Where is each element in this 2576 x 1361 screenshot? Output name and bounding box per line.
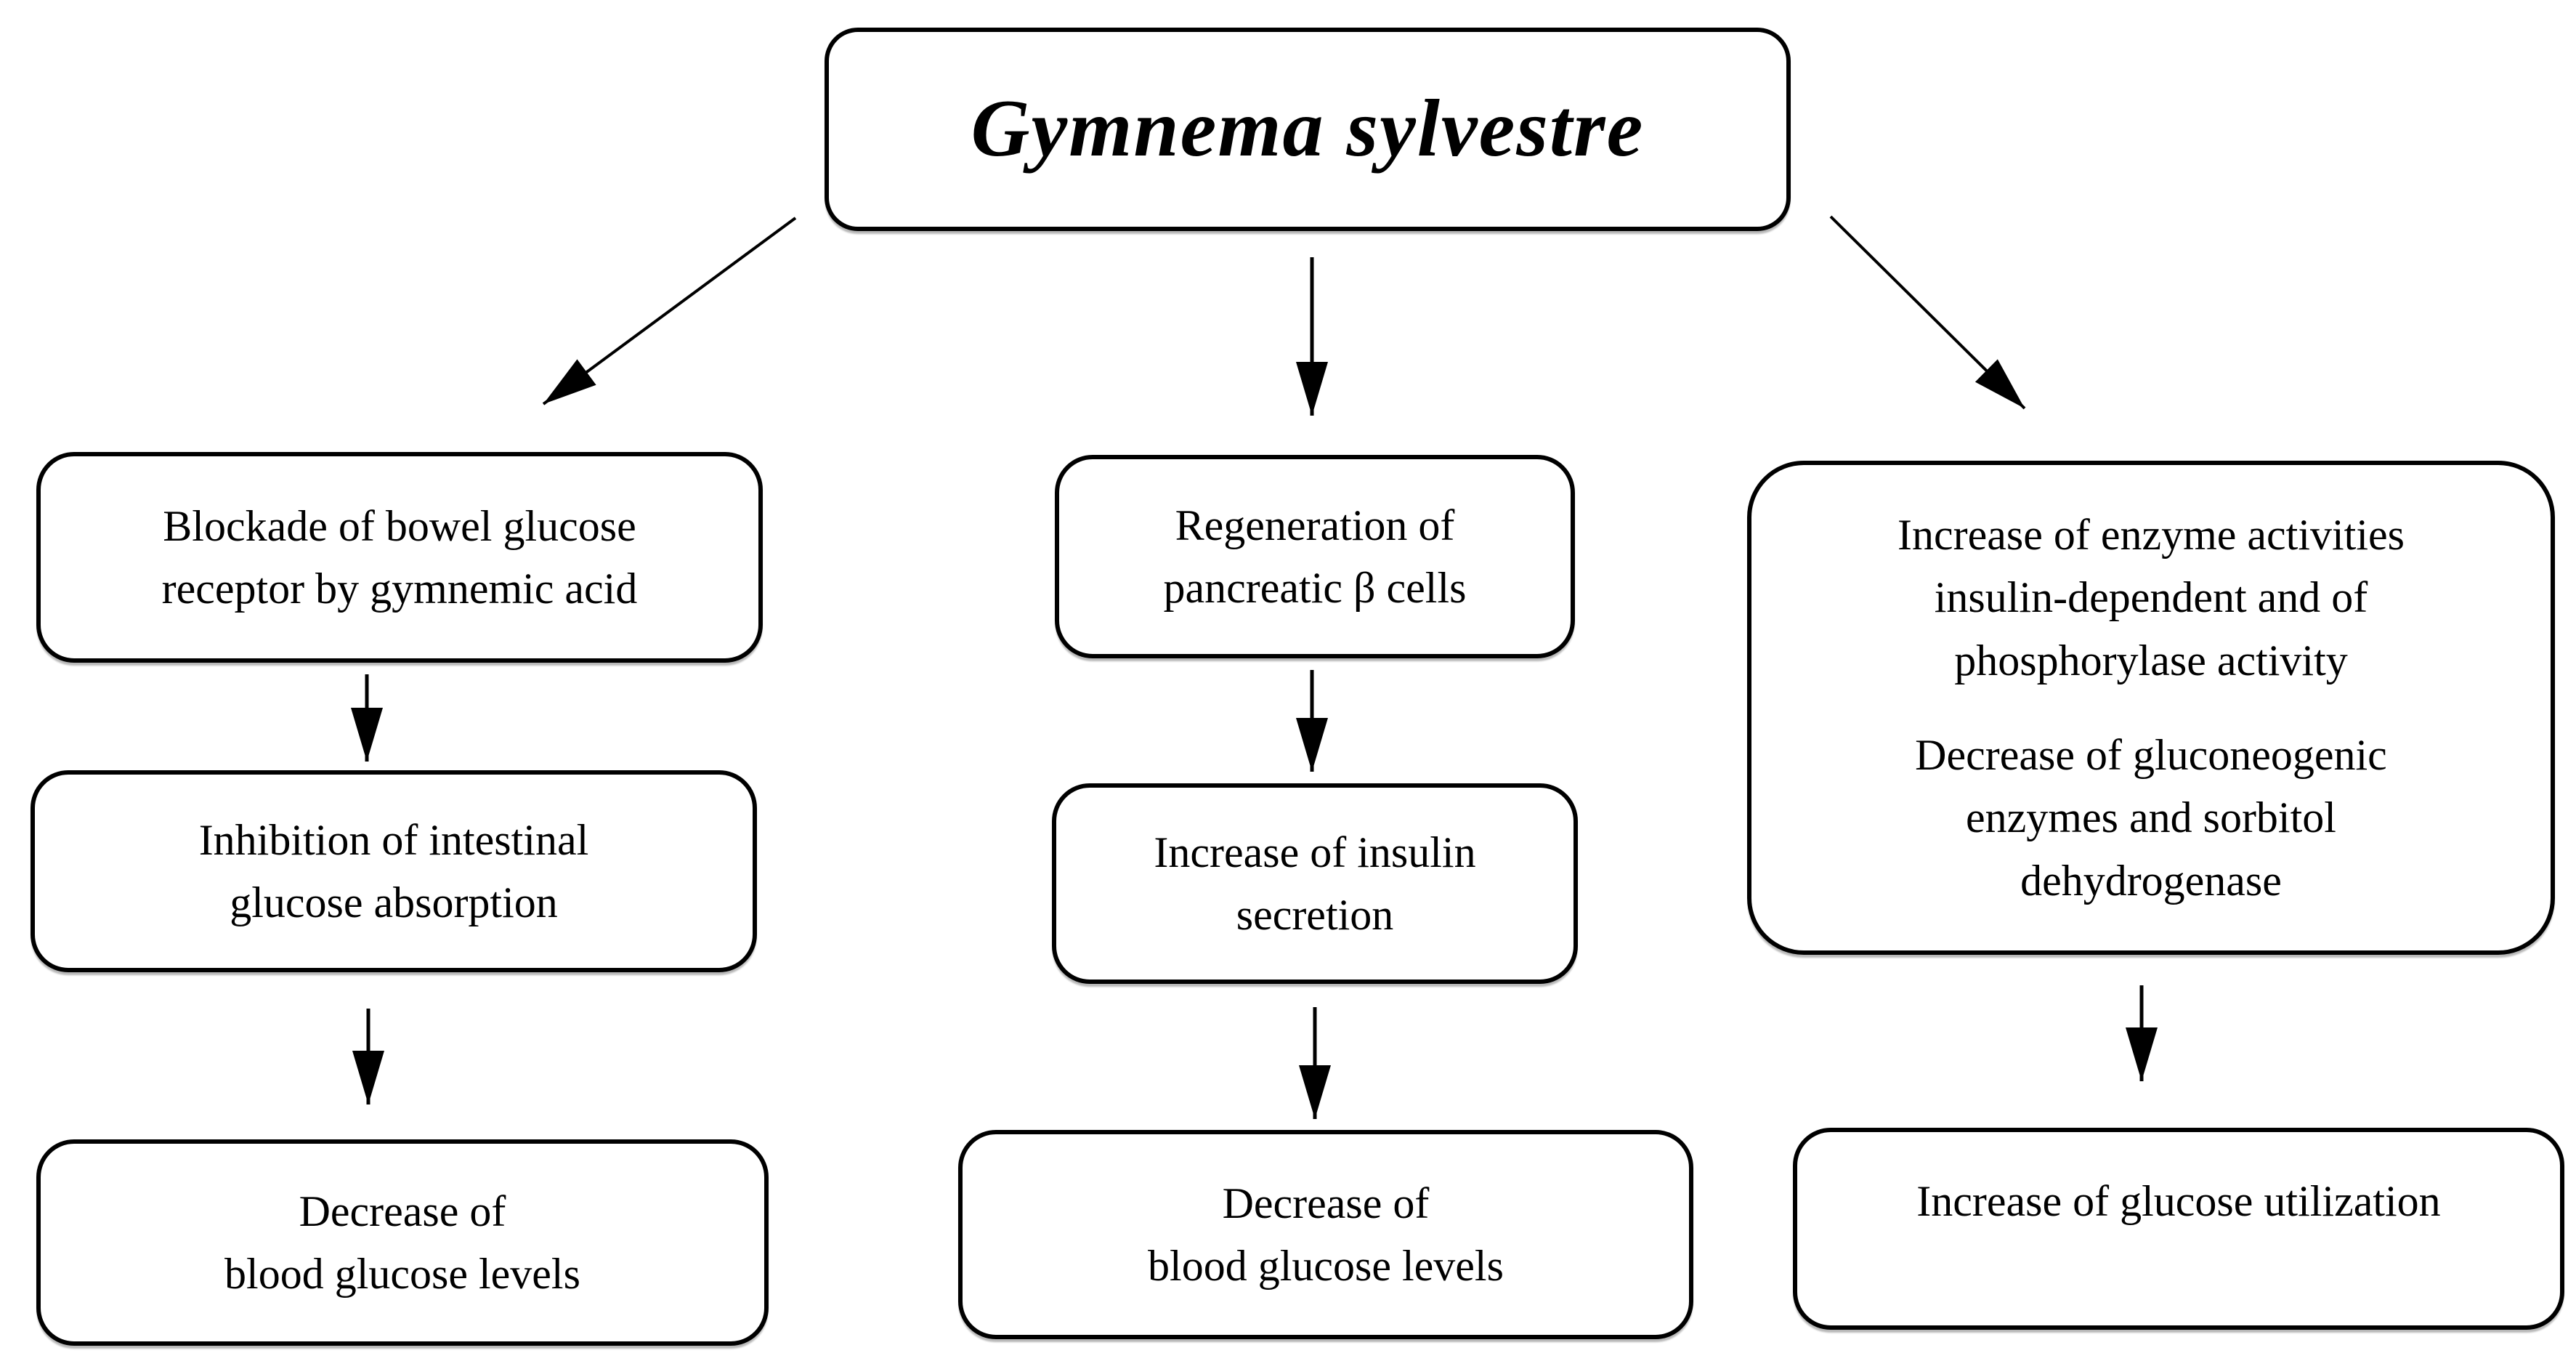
node-paragraph-decrease-gluconeogenic-enzymes: Decrease of gluconeogenic enzymes and so…: [1915, 731, 2387, 905]
node-decrease-blood-glucose-middle: Decrease of blood glucose levels: [958, 1130, 1693, 1339]
node-label: Blockade of bowel glucose receptor by gy…: [161, 501, 638, 613]
node-label: Increase of insulin secretion: [1154, 828, 1476, 939]
node-label: Inhibition of intestinal glucose absorpt…: [198, 815, 589, 926]
node-gymnema-sylvestre: Gymnema sylvestre: [825, 28, 1791, 231]
node-increase-insulin-secretion: Increase of insulin secretion: [1052, 783, 1578, 984]
arrow-title-to-right: [1829, 215, 2026, 410]
node-paragraph-increase-enzyme-activities: Increase of enzyme activities insulin-de…: [1897, 510, 2405, 684]
arrow-title-to-left: [542, 217, 797, 405]
node-label: Decrease of blood glucose levels: [1148, 1179, 1504, 1290]
node-inhibition-intestinal-glucose-absorption: Inhibition of intestinal glucose absorpt…: [31, 770, 757, 972]
node-label: Decrease of blood glucose levels: [224, 1187, 580, 1298]
node-blockade-bowel-glucose-receptor: Blockade of bowel glucose receptor by gy…: [36, 452, 763, 663]
node-regeneration-pancreatic-beta-cells: Regeneration of pancreatic β cells: [1055, 455, 1575, 658]
node-label: Increase of glucose utilization: [1916, 1177, 2441, 1225]
node-increase-glucose-utilization: Increase of glucose utilization: [1793, 1128, 2564, 1330]
node-title-label: Gymnema sylvestre: [971, 84, 1645, 174]
node-enzyme-activities: Increase of enzyme activities insulin-de…: [1747, 461, 2555, 955]
node-decrease-blood-glucose-left: Decrease of blood glucose levels: [36, 1139, 769, 1346]
node-label: Regeneration of pancreatic β cells: [1163, 501, 1467, 612]
